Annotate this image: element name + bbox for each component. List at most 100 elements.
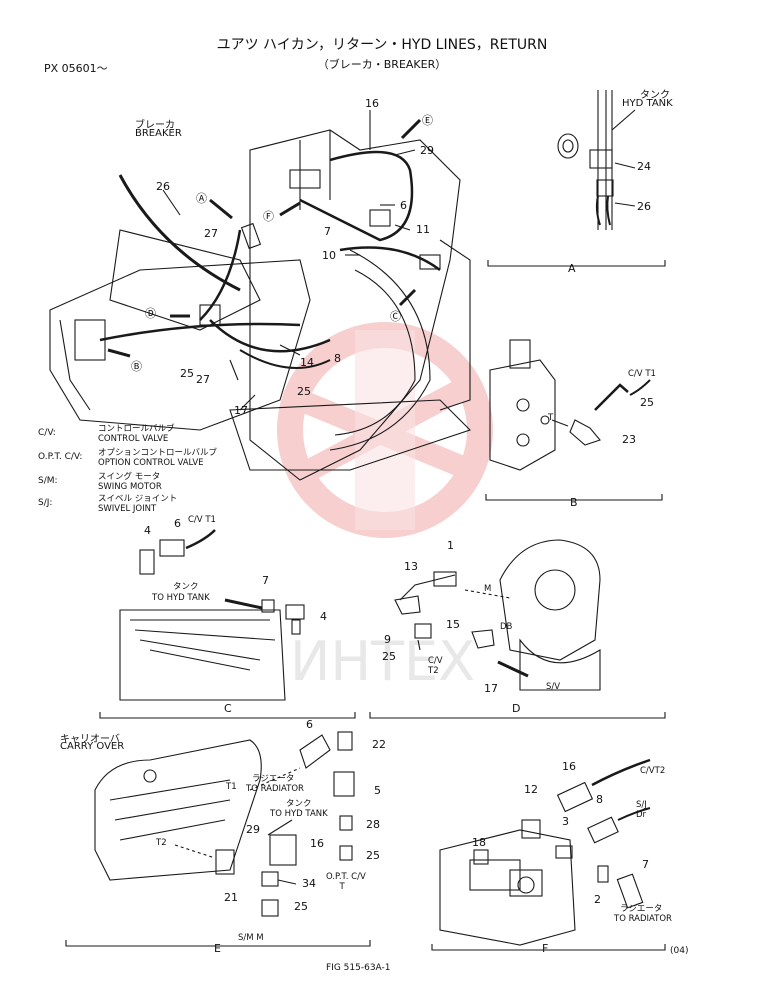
e-part-22: 22 [372,738,386,751]
serial-range: PX 05601～ [44,62,108,75]
e-rad-en: TO RADIATOR [246,784,304,794]
part-num-17: 17 [234,404,248,417]
tank-label-jp: タンク [640,90,670,101]
f-part-2: 2 [594,893,601,906]
carry-jp: キャリオーバ [60,734,120,745]
c-part-7: 7 [262,574,269,587]
e-port-t1: T1 [226,782,237,792]
part-num-14: 14 [300,356,314,369]
part-num-16: 16 [365,97,379,110]
part-num-7: 7 [324,225,331,238]
view-marker-a: Ⓐ [196,192,207,205]
view-label-b: B [570,496,578,509]
part-num-29: 29 [420,144,434,157]
tank-label-en: HYD TANK [622,98,673,109]
view-e [65,731,371,947]
part-num-27b: 27 [196,373,210,386]
carry-en: CARRY OVER [60,741,125,752]
e-tank-jp: タンク [286,799,312,809]
figure-number: FIG 515-63A-1 [326,963,391,973]
d-sv: S/V [546,682,561,692]
part-num-27: 27 [204,227,218,240]
page-subtitle: （ブレーカ・BREAKER） [317,58,447,71]
main-view [49,110,472,481]
view-b [485,339,663,501]
c-part-4: 4 [144,524,151,537]
e-part-21: 21 [224,891,238,904]
part-num-26: 26 [156,180,170,193]
view-marker-d: Ⓓ [145,307,156,320]
view-marker-e: Ⓔ [422,114,433,127]
d-part-13: 13 [404,560,418,573]
e-part-34: 34 [302,877,316,890]
d-part-15: 15 [446,618,460,631]
d-part-1: 1 [447,539,454,552]
view-label-c: C [224,702,232,715]
e-part-29: 29 [246,823,260,836]
f-part-7: 7 [642,858,649,871]
view-a [487,90,666,267]
part-num-25: 25 [180,367,194,380]
f-rad-jp: ラジエータ [620,904,663,914]
f-part-18: 18 [472,836,486,849]
part-num-8: 8 [334,352,341,365]
f-rad-en: TO RADIATOR [614,914,672,924]
view-d [369,539,666,719]
e-rad-jp: ラジエータ [252,774,295,784]
c-cv-t1: C/V T1 [188,515,216,525]
e-sm: S/M M [238,933,264,943]
f-part-16: 16 [562,760,576,773]
d-part-9: 9 [384,633,391,646]
c-part-4b: 4 [320,610,327,623]
revision-code: (04) [670,946,689,956]
b-cv-t1: C/V T1 [628,369,656,379]
page-title: ユアツ ハイカン，リターン・HYD LINES，RETURN [216,37,548,53]
e-opt-cv: O.P.T. C/V T [326,872,366,892]
e-port-t2: T2 [156,838,167,848]
view-label-e: E [214,942,221,955]
watermark-logo [277,322,493,538]
e-part-28: 28 [366,818,380,831]
view-c [99,529,356,719]
d-port-m: M [484,584,492,594]
part-num-25b: 25 [297,385,311,398]
watermark-text: ИНТЕХ [290,630,475,693]
e-part-5: 5 [374,784,381,797]
c-tank-en: TO HYD TANK [152,593,210,603]
f-part-3: 3 [562,815,569,828]
a-part-24: 24 [637,160,651,173]
d-part-25: 25 [382,650,396,663]
b-part-25: 25 [640,396,654,409]
view-marker-f: Ⓕ [263,210,274,223]
view-marker-b: Ⓑ [131,360,142,373]
part-num-10: 10 [322,249,336,262]
e-part-6: 6 [306,718,313,731]
view-label-d: D [512,702,521,715]
d-part-17: 17 [484,682,498,695]
view-label-a: A [568,262,576,275]
c-part-6: 6 [174,517,181,530]
view-marker-c: Ⓒ [390,310,401,323]
breaker-label-jp: ブレーカ [135,120,175,131]
c-tank-jp: タンク [173,582,199,592]
view-label-f: F [542,942,549,955]
b-part-23: 23 [622,433,636,446]
e-part-25b: 25 [294,900,308,913]
part-num-11: 11 [416,223,430,236]
view-f [431,758,666,951]
f-part-12: 12 [524,783,538,796]
e-tank-en: TO HYD TANK [270,809,328,819]
f-part-8: 8 [596,793,603,806]
b-port-t: T [548,413,554,423]
d-port-db: DB [500,622,513,632]
e-part-25: 25 [366,849,380,862]
f-cv-t2: C/VT2 [640,766,666,776]
part-num-6: 6 [400,199,407,212]
